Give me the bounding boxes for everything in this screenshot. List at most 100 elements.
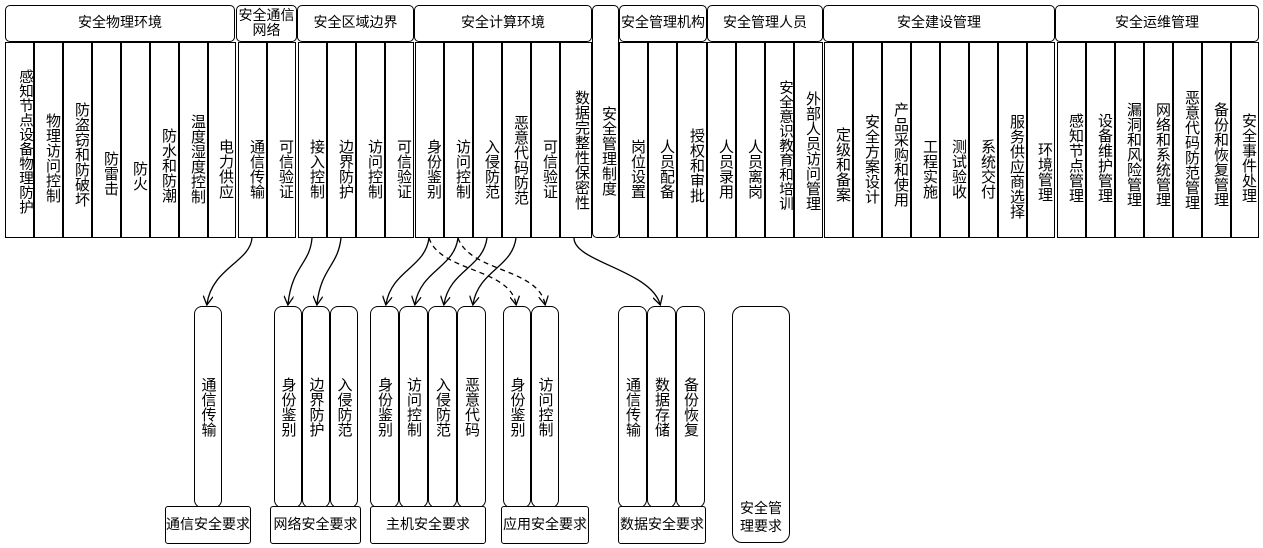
item-label: 可信验证 xyxy=(541,139,559,199)
req-security-management: 安全管理要求 xyxy=(732,306,790,543)
item-staffing: 人员配备 xyxy=(648,42,677,238)
arrow-identity-host xyxy=(386,237,430,304)
item-label: 定级和备案 xyxy=(834,126,852,202)
item-external-personnel-access: 外部人员访问管理 xyxy=(794,42,823,238)
item-label: 安全意识教育和培训 xyxy=(777,79,793,211)
arrow-access-app xyxy=(457,237,545,304)
arrow-comm-transmission xyxy=(207,237,253,304)
item-label: 环境管理 xyxy=(1036,142,1054,202)
req-data-storage: 数据存储 xyxy=(647,306,676,508)
item-label: 防盗窃和防破坏 xyxy=(73,101,91,207)
item-label: 防雷击 xyxy=(102,150,120,196)
item-label: 产品采购和使用 xyxy=(892,101,910,207)
item-label: 恶意代码防范 xyxy=(512,115,530,205)
req-group-label: 安全管理要求 xyxy=(740,501,782,535)
item-label: 系统交付 xyxy=(979,139,997,199)
item-label: 入侵防范 xyxy=(483,139,501,199)
item-label: 恶意代码防范管理 xyxy=(1183,90,1201,210)
item-data-integrity-confidentiality: 数据完整性保密性 xyxy=(560,42,592,238)
category-label: 安全通信网络 xyxy=(238,7,295,39)
item-label: 物理访问控制 xyxy=(44,113,62,203)
item-authorization-approval: 授权和审批 xyxy=(677,42,707,238)
req-intrusion-prevention: 入侵防范 xyxy=(330,306,358,508)
category-label: 安全管理制度 xyxy=(600,105,618,196)
item-label: 通信传输 xyxy=(248,139,266,199)
item-label: 人员录用 xyxy=(717,139,735,199)
item-power-supply: 电力供应 xyxy=(208,42,236,238)
arrow-boundary-access xyxy=(288,237,313,304)
req-comm-transmission: 通信传输 xyxy=(618,306,647,508)
req-group-label: 主机安全要求 xyxy=(386,517,470,533)
item-boundary-protection: 边界防护 xyxy=(327,42,356,238)
req-boundary-protection: 边界防护 xyxy=(302,306,330,508)
item-label: 防水和防潮 xyxy=(160,127,178,203)
item-identity-authentication: 身份鉴别 xyxy=(415,42,444,238)
arrow-data-integrity xyxy=(573,237,660,304)
item-position-setup: 岗位设置 xyxy=(619,42,648,238)
req-item-label: 通信传输 xyxy=(624,377,642,437)
category-label: 安全物理环境 xyxy=(78,15,162,31)
item-trusted-verification: 可信验证 xyxy=(531,42,560,238)
item-label: 人员配备 xyxy=(658,139,676,199)
item-label: 授权和审批 xyxy=(688,127,706,203)
item-sensor-node-management: 感知节点管理 xyxy=(1057,42,1086,238)
req-identity-authentication: 身份鉴别 xyxy=(370,306,399,508)
req-item-label: 通信传输 xyxy=(199,377,218,437)
category-communication-network: 安全通信网络 xyxy=(236,5,297,42)
category-label: 安全运维管理 xyxy=(1115,15,1199,31)
item-project-implementation: 工程实施 xyxy=(911,42,940,238)
category-label: 安全管理机构 xyxy=(621,15,705,31)
item-access-control: 访问控制 xyxy=(356,42,385,238)
item-vulnerability-risk-management: 漏洞和风险管理 xyxy=(1115,42,1144,238)
item-security-scheme-design: 安全方案设计 xyxy=(853,42,882,238)
item-service-supplier-selection: 服务供应商选择 xyxy=(998,42,1027,238)
req-group-label: 通信安全要求 xyxy=(166,517,250,533)
req-item-label: 访问控制 xyxy=(405,377,423,437)
category-label: 安全管理人员 xyxy=(723,15,807,31)
req-item-label: 访问控制 xyxy=(536,377,555,437)
item-temperature-humidity: 温度湿度控制 xyxy=(179,42,208,238)
item-backup-recovery-management: 备份和恢复管理 xyxy=(1202,42,1231,238)
label-comm-security-requirement: 通信安全要求 xyxy=(165,506,251,544)
label-data-security-requirement: 数据安全要求 xyxy=(618,506,706,544)
req-backup-recovery: 备份恢复 xyxy=(676,306,705,508)
req-identity-authentication: 身份鉴别 xyxy=(503,306,531,508)
item-access-admission: 接入控制 xyxy=(298,42,327,238)
item-security-awareness-training: 安全意识教育和培训 xyxy=(765,42,794,238)
item-label: 人员离岗 xyxy=(746,139,764,199)
req-access-control: 访问控制 xyxy=(531,306,559,508)
item-trusted-verification: 可信验证 xyxy=(385,42,414,238)
arrow-access-host xyxy=(415,237,459,304)
arrow-malware-host xyxy=(473,237,517,304)
req-identity-authentication: 身份鉴别 xyxy=(274,306,302,508)
category-construction-management: 安全建设管理 xyxy=(823,5,1055,42)
item-label: 岗位设置 xyxy=(629,139,647,199)
item-lightning-protection: 防雷击 xyxy=(92,42,121,238)
req-item-label: 身份鉴别 xyxy=(376,377,394,437)
item-intrusion-prevention: 入侵防范 xyxy=(473,42,502,238)
item-label: 安全方案设计 xyxy=(863,114,881,204)
item-label: 测试验收 xyxy=(950,139,968,199)
item-water-moisture: 防水和防潮 xyxy=(150,42,179,238)
item-label: 安全事件处理 xyxy=(1240,113,1258,203)
category-management-personnel: 安全管理人员 xyxy=(707,5,823,42)
item-label: 服务供应商选择 xyxy=(1008,113,1026,219)
item-security-incident-handling: 安全事件处理 xyxy=(1231,42,1259,238)
item-label: 温度湿度控制 xyxy=(189,114,207,204)
item-label: 感知节点设备物理防护 xyxy=(17,69,33,214)
item-label: 备份和恢复管理 xyxy=(1212,101,1230,207)
item-product-procurement: 产品采购和使用 xyxy=(882,42,911,238)
item-sensor-node-physical-protection: 感知节点设备物理防护 xyxy=(5,42,34,238)
item-system-delivery: 系统交付 xyxy=(969,42,998,238)
item-label: 漏洞和风险管理 xyxy=(1125,101,1143,207)
category-management-system: 安全管理制度 xyxy=(592,5,619,238)
item-label: 可信验证 xyxy=(395,139,413,199)
item-communication-transmission: 通信传输 xyxy=(238,42,267,238)
req-group-label: 数据安全要求 xyxy=(620,517,704,533)
item-malicious-code-management: 恶意代码防范管理 xyxy=(1173,42,1202,238)
item-network-system-management: 网络和系统管理 xyxy=(1144,42,1173,238)
item-fire-protection: 防火 xyxy=(121,42,150,238)
req-group-label: 应用安全要求 xyxy=(503,517,587,533)
category-physical-environment: 安全物理环境 xyxy=(5,5,235,42)
